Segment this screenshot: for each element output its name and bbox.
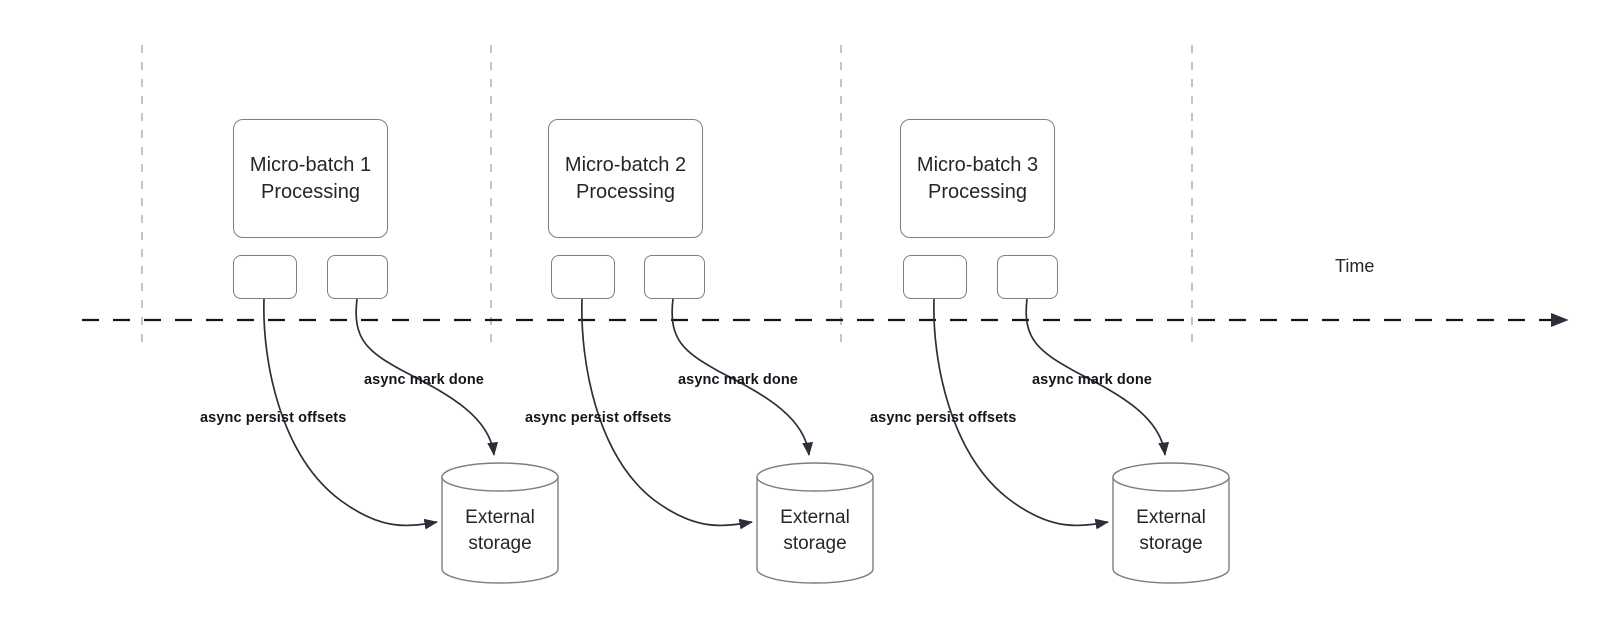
- micro-batch-1-title-line2: Processing: [261, 180, 360, 203]
- external-storage-label-2: External storage: [757, 505, 873, 557]
- cylinder-body-2: [756, 476, 874, 584]
- arrow-mark-done-2: [671, 298, 814, 457]
- arrow-persist-offsets-1: [263, 298, 439, 530]
- micro-batch-3-mark-done-task-box[interactable]: [997, 255, 1058, 299]
- arrow-mark-done-3: [1025, 298, 1170, 457]
- external-storage-label-1: External storage: [442, 505, 558, 557]
- micro-batch-2-box[interactable]: Micro-batch 2 Processing: [548, 119, 703, 238]
- arrow-persist-offsets-2: [580, 298, 754, 530]
- micro-batch-1-offsets-task-box[interactable]: [233, 255, 297, 299]
- external-storage-label-3-line1: External: [1136, 507, 1206, 528]
- micro-batch-3-title-line2: Processing: [928, 180, 1027, 203]
- connectors-batch-3: [933, 298, 1170, 530]
- micro-batch-2-mark-done-task-box[interactable]: [644, 255, 705, 299]
- micro-batch-2-title-line2: Processing: [576, 180, 675, 203]
- cylinder-top-3: [1112, 462, 1230, 492]
- micro-batch-1-title-line1: Micro-batch 1: [249, 153, 372, 176]
- arrow-mark-done-1: [355, 298, 499, 457]
- external-storage-1: [441, 462, 559, 584]
- cylinder-top-2: [756, 462, 874, 492]
- cylinder-top-1: [441, 462, 559, 492]
- external-storage-label-2-line2: storage: [783, 533, 847, 554]
- micro-batch-1-mark-done-task-box[interactable]: [327, 255, 388, 299]
- micro-batch-2-offsets-task-box[interactable]: [551, 255, 615, 299]
- external-storage-label-3: External storage: [1113, 505, 1229, 557]
- micro-batch-3-offsets-task-box[interactable]: [903, 255, 967, 299]
- micro-batch-1-box[interactable]: Micro-batch 1 Processing: [233, 119, 388, 238]
- time-axis-label: Time: [1335, 256, 1375, 276]
- micro-batch-2-title-line1: Micro-batch 2: [564, 153, 687, 176]
- external-storage-3: [1112, 462, 1230, 584]
- external-storage-2: [756, 462, 874, 584]
- cylinder-body-1: [441, 476, 559, 584]
- cylinder-body-3: [1112, 476, 1230, 584]
- async-mark-done-label-1: async mark done: [364, 372, 484, 388]
- arrow-persist-offsets-3: [933, 298, 1110, 530]
- async-mark-done-label-3: async mark done: [1032, 372, 1152, 388]
- external-storage-label-3-line2: storage: [1139, 533, 1203, 554]
- async-mark-done-label-2: async mark done: [678, 372, 798, 388]
- micro-batch-3-box[interactable]: Micro-batch 3 Processing: [900, 119, 1055, 238]
- async-persist-offsets-label-1: async persist offsets: [200, 410, 347, 426]
- async-persist-offsets-label-2: async persist offsets: [525, 410, 672, 426]
- external-storage-label-1-line1: External: [465, 507, 535, 528]
- async-persist-offsets-label-3: async persist offsets: [870, 410, 1017, 426]
- micro-batch-3-title-line1: Micro-batch 3: [916, 153, 1039, 176]
- external-storage-label-1-line2: storage: [468, 533, 532, 554]
- external-storage-label-2-line1: External: [780, 507, 850, 528]
- connectors-batch-1: [263, 298, 499, 530]
- connectors-batch-2: [580, 298, 814, 530]
